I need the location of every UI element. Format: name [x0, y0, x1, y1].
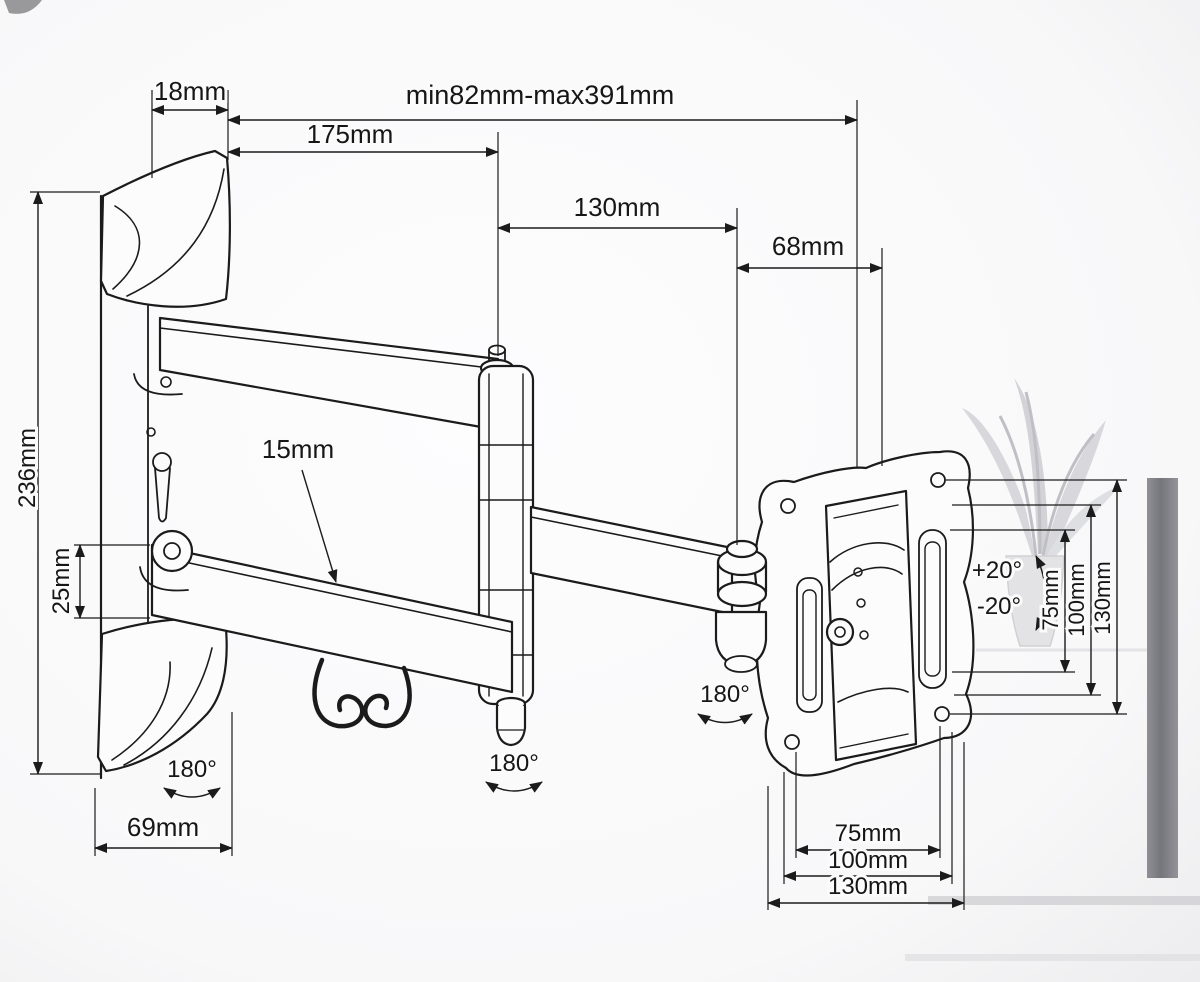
- tilt-arc: [1035, 555, 1046, 631]
- wall-bracket: [96, 149, 231, 780]
- rotation-label-3: 180°: [700, 681, 750, 708]
- mount-hole: [930, 472, 946, 488]
- dim-label-min-max: min82mm-max391mm: [406, 80, 675, 110]
- tilt-joint: [714, 539, 768, 673]
- dim-label-130mm-bottom: 130mm: [828, 873, 908, 900]
- cable-hook: [312, 657, 412, 729]
- dim-label-25mm: 25mm: [48, 548, 75, 615]
- dimension-lines: [30, 90, 1127, 910]
- dim-label-175mm: 175mm: [307, 119, 394, 149]
- corner-smudge: [4, 0, 42, 14]
- dim-label-100mm-right: 100mm: [1064, 563, 1089, 636]
- bottom-bolt: [495, 704, 527, 747]
- tilt-down-label: -20°: [977, 593, 1021, 620]
- dim-label-75mm-right: 75mm: [1038, 569, 1063, 630]
- dim-label-100mm-bottom: 100mm: [828, 847, 908, 874]
- dim-label-68mm: 68mm: [772, 231, 844, 261]
- dim-label-18mm: 18mm: [154, 76, 226, 106]
- dim-label-75mm-bottom: 75mm: [835, 820, 902, 847]
- dim-label-130mm-right: 130mm: [1090, 561, 1115, 634]
- background-pillar: [1147, 478, 1178, 878]
- background-shelf-lines: [905, 896, 1200, 961]
- rotation-label-1: 180°: [167, 756, 217, 783]
- tilt-up-label: +20°: [972, 557, 1022, 584]
- rotation-arc: [163, 787, 221, 799]
- rotation-label-2: 180°: [489, 750, 539, 777]
- mount-hole: [784, 734, 800, 750]
- dim-label-69mm: 69mm: [127, 812, 199, 842]
- mount-hole: [780, 498, 796, 514]
- dim-label-130mm-top: 130mm: [574, 192, 661, 222]
- ball-joint: [825, 617, 855, 647]
- dim-label-15mm: 15mm: [262, 434, 334, 464]
- mount-hole: [934, 706, 950, 722]
- vesa-plate: [753, 450, 975, 777]
- lower-arm: [139, 529, 514, 694]
- dimension-labels: 18mm 175mm min82mm-max391mm 130mm 68mm 2…: [11, 73, 1118, 903]
- rotation-arc: [485, 781, 543, 793]
- dim-label-236mm: 236mm: [14, 428, 41, 508]
- rotation-arc: [697, 713, 753, 725]
